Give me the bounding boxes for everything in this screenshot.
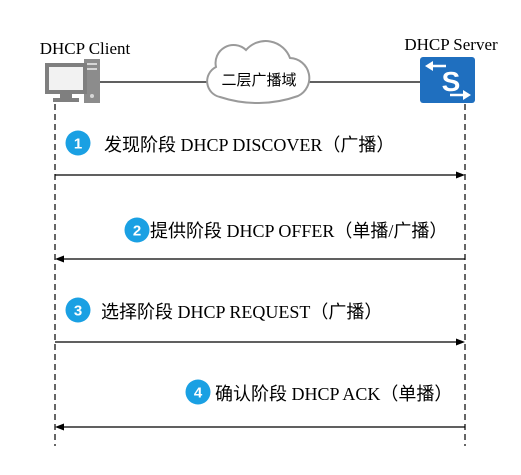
computer-stand bbox=[60, 94, 72, 98]
step-number: 4 bbox=[194, 385, 203, 402]
step-4: 4 确认阶段 DHCP ACK（单播） bbox=[55, 379, 465, 431]
step-badge bbox=[185, 379, 211, 405]
step-2: 2 提供阶段 DHCP OFFER（单播/广播） bbox=[55, 217, 465, 263]
message-arrow-to-server bbox=[55, 338, 465, 346]
arrow-right-head bbox=[463, 90, 471, 100]
step-label: 确认阶段 DHCP ACK（单播） bbox=[215, 384, 452, 404]
step-number: 1 bbox=[74, 136, 82, 153]
arrow-right-icon bbox=[450, 90, 471, 100]
client-label: DHCP Client bbox=[40, 39, 131, 58]
switch-body bbox=[420, 57, 475, 103]
arrowhead bbox=[55, 423, 64, 431]
computer-screen bbox=[49, 67, 83, 90]
cloud-shape bbox=[206, 40, 311, 104]
step-badge bbox=[65, 297, 91, 323]
step-label: 选择阶段 DHCP REQUEST（广播） bbox=[101, 302, 382, 322]
switch-icon: S bbox=[420, 57, 475, 103]
step-3: 3 选择阶段 DHCP REQUEST（广播） bbox=[55, 297, 465, 346]
arrowhead bbox=[456, 338, 465, 346]
computer-power-button bbox=[90, 94, 94, 98]
message-arrow-to-client bbox=[55, 423, 465, 431]
computer-tower-slot bbox=[87, 63, 97, 65]
computer-base bbox=[53, 98, 79, 102]
step-badge bbox=[65, 130, 91, 156]
network-label: 二层广播域 bbox=[221, 72, 296, 89]
step-1: 1 发现阶段 DHCP DISCOVER（广播） bbox=[55, 130, 465, 179]
arrowhead bbox=[55, 255, 64, 263]
cloud-icon: 二层广播域 bbox=[206, 40, 311, 104]
arrowhead bbox=[456, 171, 465, 179]
arrow-left-icon bbox=[425, 61, 446, 71]
message-arrow-to-client bbox=[55, 255, 465, 263]
computer-icon bbox=[45, 59, 100, 103]
computer-tower-slot bbox=[87, 68, 97, 70]
step-label: 提供阶段 DHCP OFFER（单播/广播） bbox=[150, 221, 447, 241]
step-number: 3 bbox=[74, 303, 82, 320]
arrow-left-head bbox=[425, 61, 433, 71]
step-number: 2 bbox=[133, 223, 141, 240]
message-arrow-to-server bbox=[55, 171, 465, 179]
server-label: DHCP Server bbox=[404, 35, 498, 54]
switch-letter: S bbox=[442, 66, 461, 97]
step-badge bbox=[124, 217, 150, 243]
step-label: 发现阶段 DHCP DISCOVER（广播） bbox=[104, 135, 394, 155]
